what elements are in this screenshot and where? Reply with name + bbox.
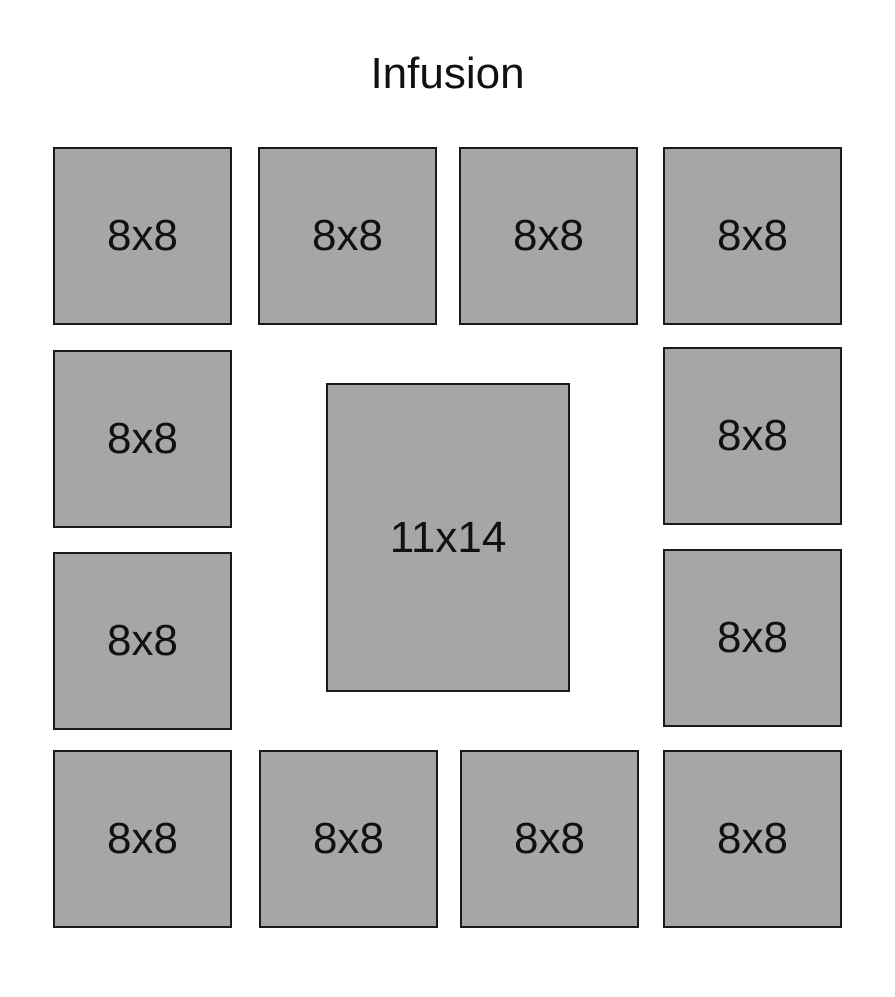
frame-label: 8x8 <box>513 211 584 260</box>
frame-label: 8x8 <box>107 814 178 863</box>
frame-label: 8x8 <box>717 613 788 662</box>
frame-label: 8x8 <box>717 211 788 260</box>
frame-label: 8x8 <box>107 414 178 463</box>
diagram-title: Infusion <box>370 49 525 98</box>
frame-8x8-right-2: 8x8 <box>663 549 842 727</box>
frame-label: 11x14 <box>389 512 507 562</box>
frame-label: 8x8 <box>717 411 788 460</box>
frame-label: 8x8 <box>312 211 383 260</box>
frame-8x8-bottom-3: 8x8 <box>460 750 639 928</box>
frame-8x8-top-2: 8x8 <box>258 147 437 325</box>
frame-8x8-bottom-1: 8x8 <box>53 750 232 928</box>
frame-8x8-right-1: 8x8 <box>663 347 842 525</box>
frame-label: 8x8 <box>514 814 585 863</box>
frame-8x8-top-1: 8x8 <box>53 147 232 325</box>
frame-11x14-center: 11x14 <box>326 383 570 692</box>
frame-label: 8x8 <box>107 211 178 260</box>
frame-8x8-left-1: 8x8 <box>53 350 232 528</box>
frame-8x8-bottom-4: 8x8 <box>663 750 842 928</box>
frame-label: 8x8 <box>313 814 384 863</box>
frame-8x8-left-2: 8x8 <box>53 552 232 730</box>
frame-8x8-bottom-2: 8x8 <box>259 750 438 928</box>
frame-8x8-top-4: 8x8 <box>663 147 842 325</box>
frame-label: 8x8 <box>717 814 788 863</box>
frame-8x8-top-3: 8x8 <box>459 147 638 325</box>
frame-label: 8x8 <box>107 616 178 665</box>
